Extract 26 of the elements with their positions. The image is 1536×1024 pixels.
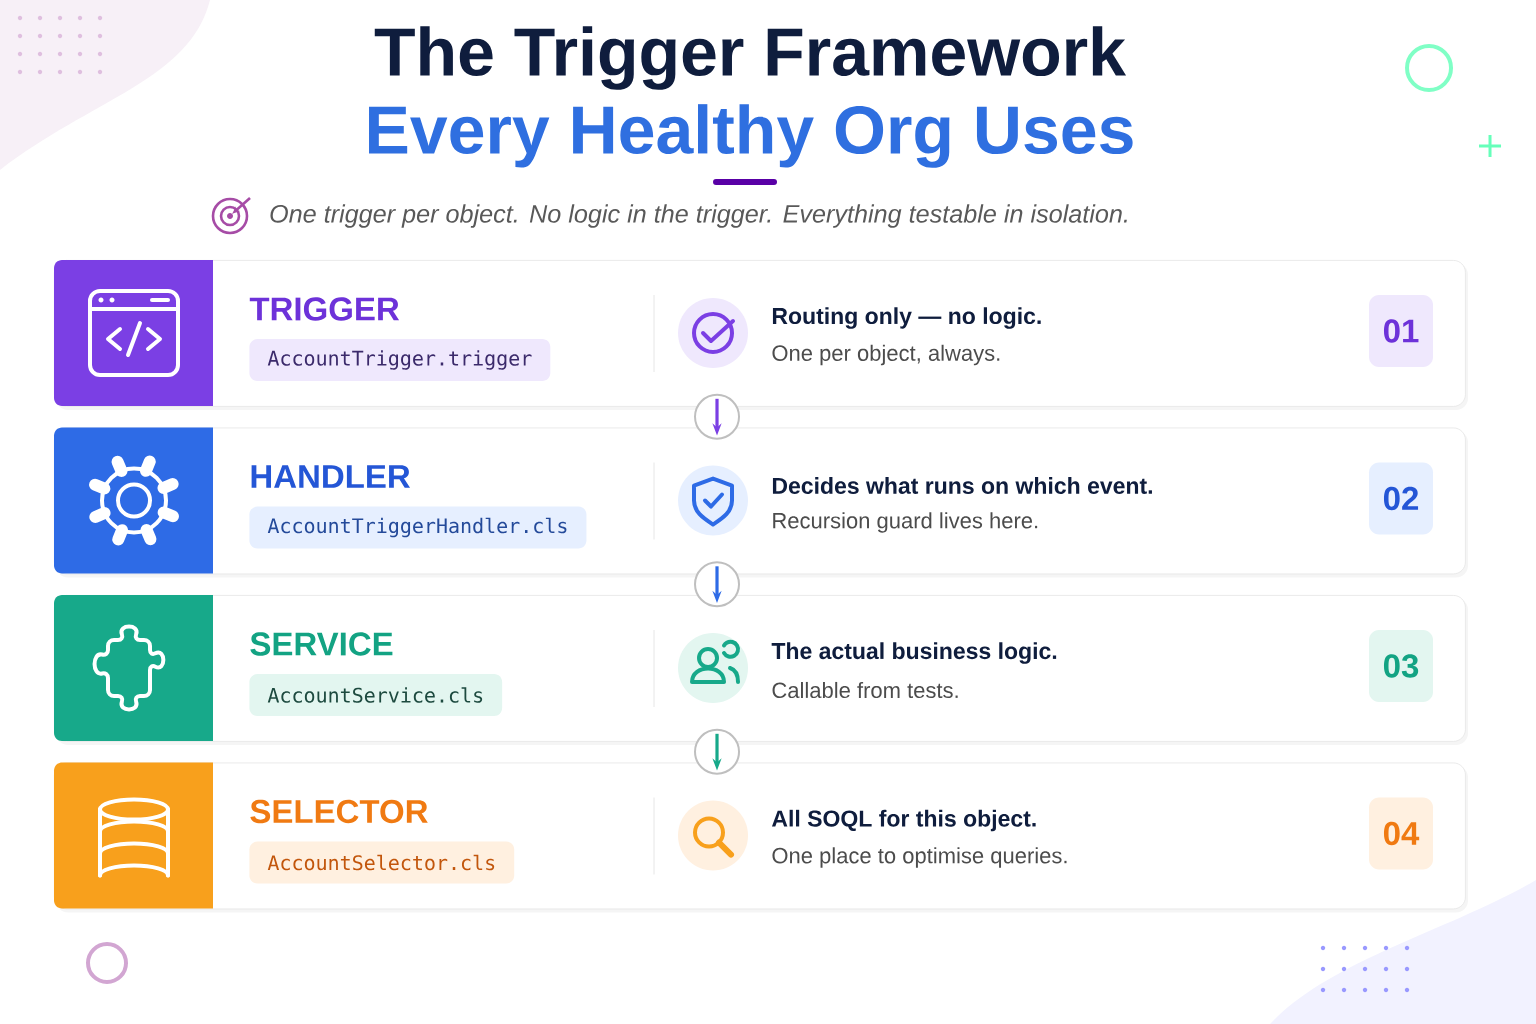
tagline: One trigger per object. No logic in the trigger. Everything testable in isolation. <box>270 204 1127 228</box>
file-name-chip: AccountSelector.cls <box>249 841 515 884</box>
step-heading: HANDLER <box>251 465 411 488</box>
title: The Trigger Framework <box>374 26 1127 90</box>
file-name-chip: AccountTriggerHandler.cls <box>249 506 587 549</box>
role-description: Recursion guard lives here. <box>773 512 1038 533</box>
down-arrow <box>694 728 740 775</box>
role-text: The actual business logic. <box>771 642 1057 664</box>
step-number: 04 <box>1369 797 1433 870</box>
file-name-chip: AccountService.cls <box>249 674 503 716</box>
role-description: One place to optimise queries. <box>772 847 1067 868</box>
step-heading: SERVICE <box>250 632 393 656</box>
title: Every Healthy Org Uses <box>369 104 1133 168</box>
role-text: Decides what runs on which event. <box>772 477 1152 494</box>
role-text: All SOQL for this object. <box>772 809 1036 832</box>
step-heading: TRIGGER <box>249 297 400 321</box>
file-name-chip: AccountTrigger.trigger <box>249 339 551 381</box>
down-arrow <box>694 393 740 440</box>
role-description: One per object, always. <box>772 344 1000 366</box>
step-number: 02 <box>1369 462 1433 535</box>
role-text: Routing only — no logic. <box>772 307 1041 329</box>
step-number: 03 <box>1369 630 1433 702</box>
step-number: 01 <box>1369 295 1433 367</box>
down-arrow <box>694 561 740 608</box>
role-description: Callable from tests. <box>772 681 958 699</box>
step-heading: SELECTOR <box>250 799 428 824</box>
